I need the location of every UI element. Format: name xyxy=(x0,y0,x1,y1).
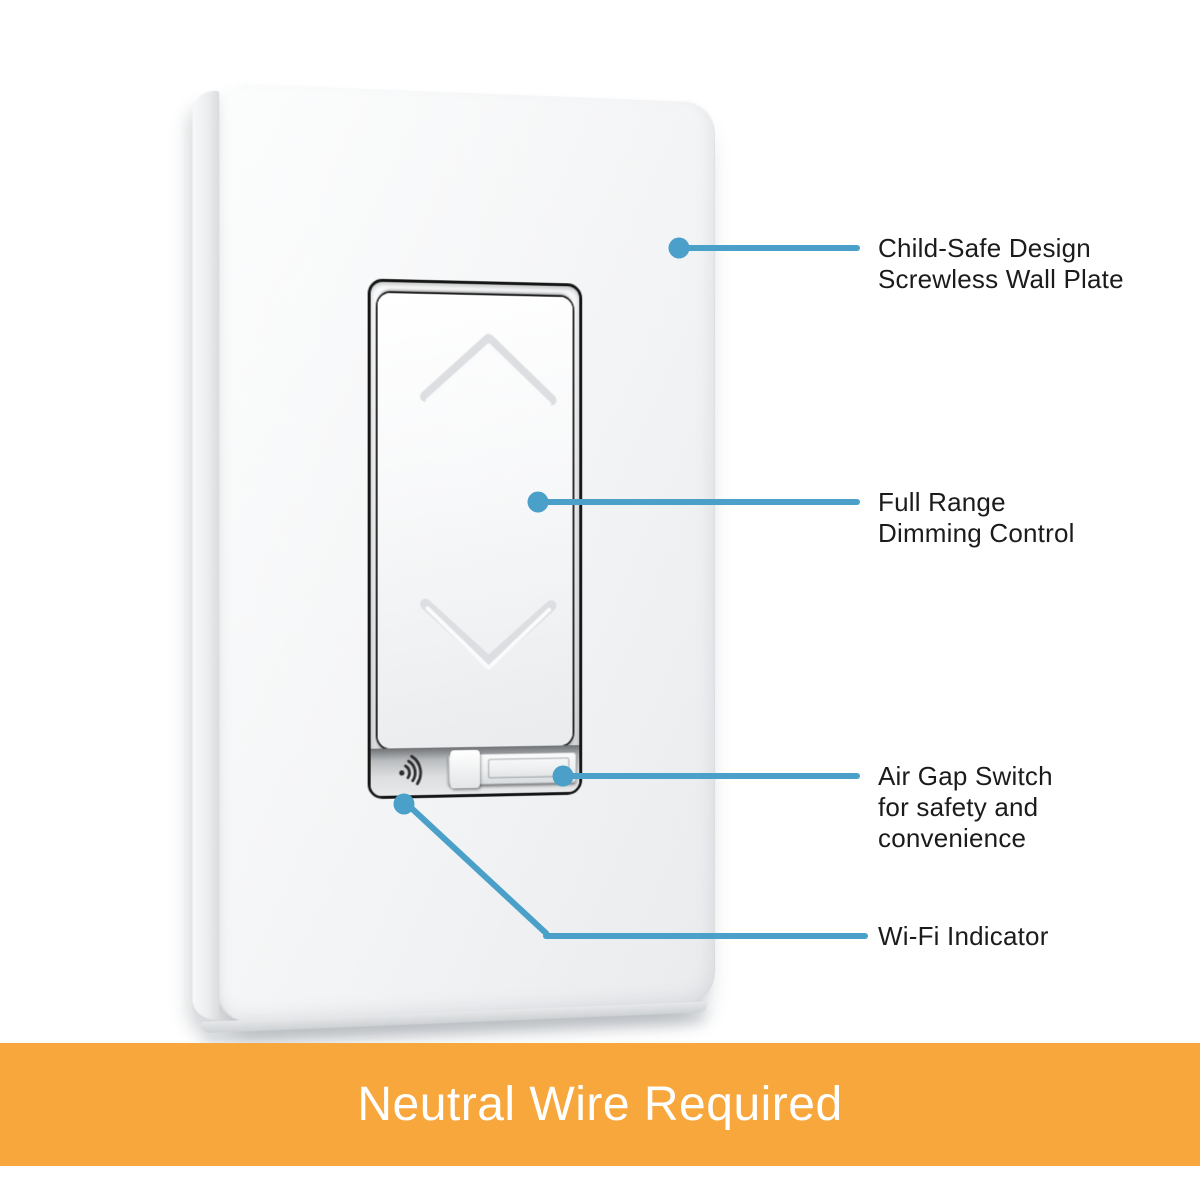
callout-text-line: Screwless Wall Plate xyxy=(878,264,1124,294)
chevron-down-icon xyxy=(426,604,552,663)
callout-text-line: convenience xyxy=(878,823,1027,853)
callout-line-wifi xyxy=(543,933,868,939)
callout-line-dimming xyxy=(538,499,860,505)
callout-label-air-gap: Air Gap Switch for safety and convenienc… xyxy=(878,761,1053,854)
callout-line-child-safe xyxy=(679,245,860,251)
callout-label-child-safe: Child-Safe Design Screwless Wall Plate xyxy=(878,233,1124,295)
wall-plate-left-edge xyxy=(192,89,220,1021)
switch-recess xyxy=(367,278,583,800)
callout-line-air-gap xyxy=(563,773,860,779)
callout-text-line: Dimming Control xyxy=(878,518,1075,548)
callout-text-line: Wi-Fi Indicator xyxy=(878,921,1049,951)
callout-text-line: Air Gap Switch xyxy=(878,761,1053,791)
callout-text-line: Child-Safe Design xyxy=(878,233,1091,263)
air-gap-strip xyxy=(370,745,580,797)
wall-plate xyxy=(192,80,715,1034)
banner-text: Neutral Wire Required xyxy=(357,1078,843,1131)
callout-text-line: for safety and xyxy=(878,792,1039,822)
neutral-wire-banner: Neutral Wire Required xyxy=(0,1043,1200,1166)
callout-label-dimming: Full Range Dimming Control xyxy=(878,487,1075,549)
wall-plate-bottom-edge xyxy=(200,1001,708,1034)
callout-text-line: Full Range xyxy=(878,487,1006,517)
dimmer-paddle xyxy=(377,292,573,749)
wifi-indicator-icon xyxy=(398,752,425,791)
paddle-grooves xyxy=(378,293,573,749)
callout-label-wifi: Wi-Fi Indicator xyxy=(878,921,1049,952)
